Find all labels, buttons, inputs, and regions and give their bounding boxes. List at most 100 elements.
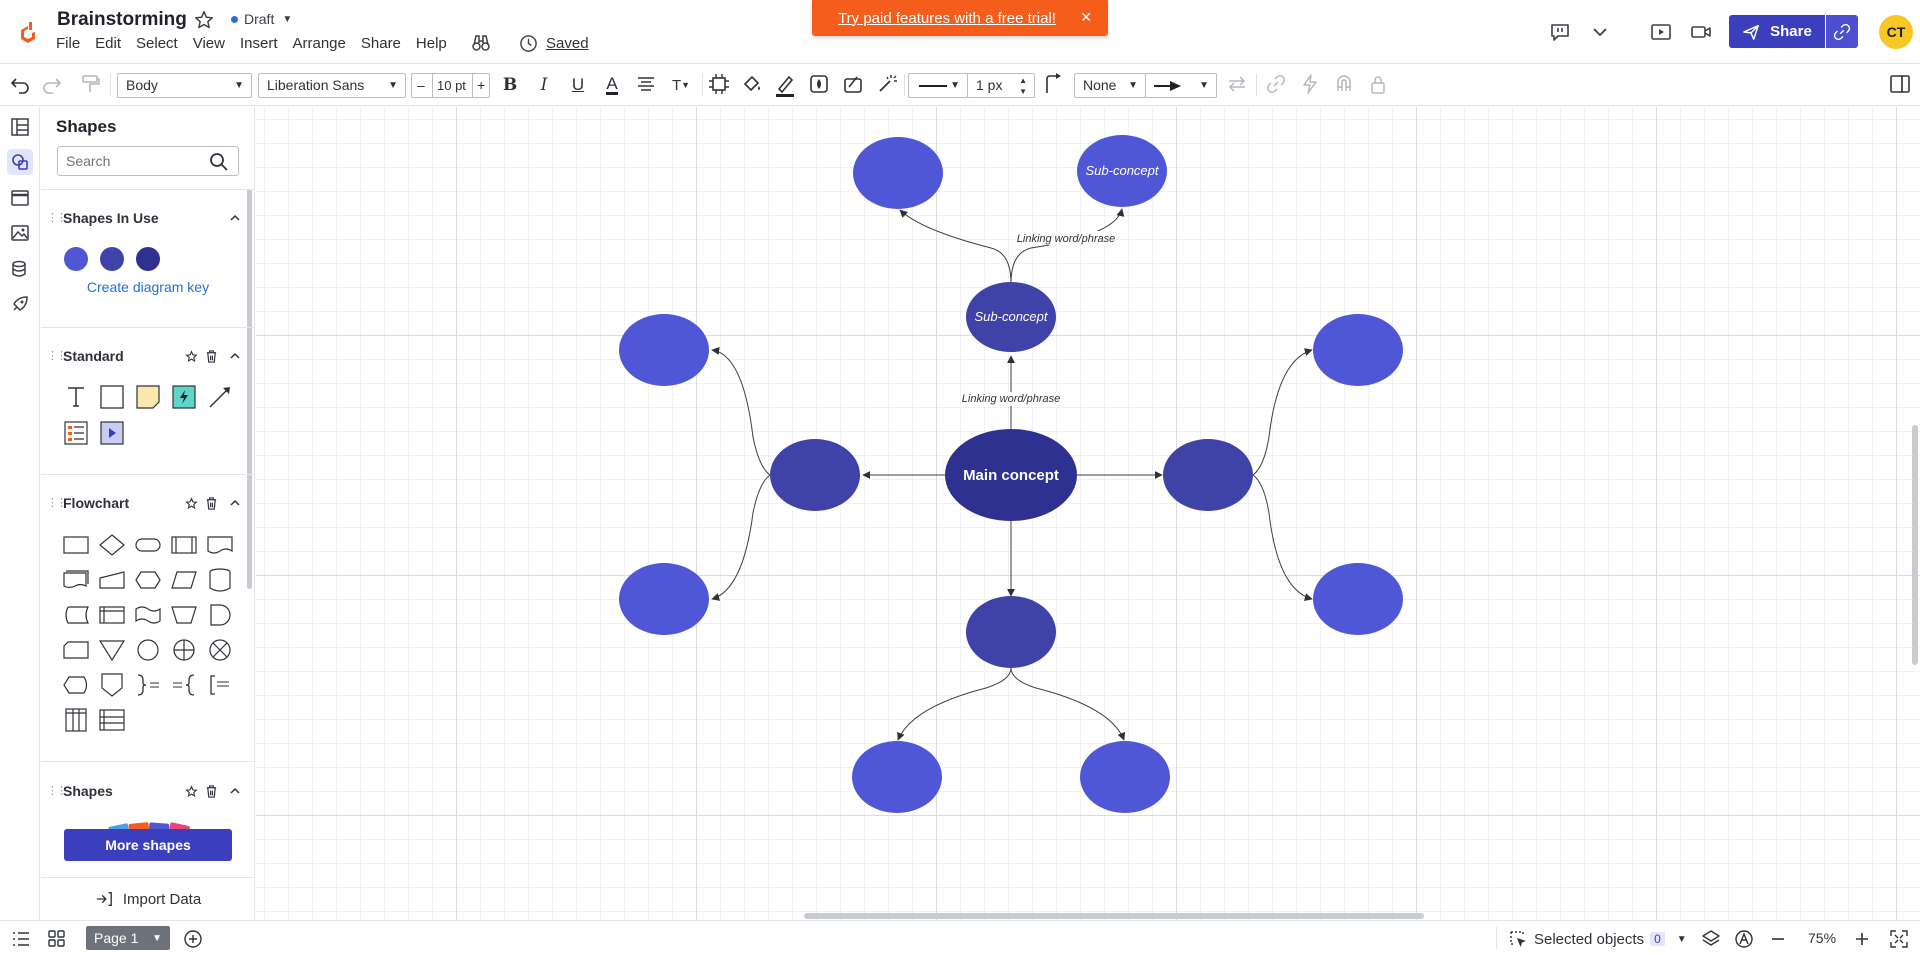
free-trial-link[interactable]: Try paid features with a free trial! xyxy=(838,9,1056,27)
decrease-font-size-button[interactable]: – xyxy=(417,77,425,93)
fill-color-icon[interactable] xyxy=(741,73,763,95)
connector-bottom-to-left[interactable] xyxy=(897,667,1012,741)
vertical-scrollbar[interactable] xyxy=(1912,425,1918,665)
connector-left-to-upper[interactable] xyxy=(711,346,771,476)
star-icon[interactable] xyxy=(183,783,199,799)
hyperlink-icon[interactable] xyxy=(1265,73,1287,95)
concept-node-right[interactable] xyxy=(1163,439,1253,511)
fit-screen-icon[interactable] xyxy=(1889,929,1909,949)
selected-objects-indicator[interactable]: Selected objects 0 ▼ xyxy=(1508,929,1687,949)
list-shape[interactable] xyxy=(62,419,90,447)
drag-handle-icon[interactable]: ⋮⋮ xyxy=(47,785,67,797)
integrations-panel-button[interactable] xyxy=(7,291,33,317)
share-button[interactable]: Share xyxy=(1729,15,1825,48)
more-shapes-button[interactable]: More shapes xyxy=(64,829,232,861)
annotation-shape[interactable] xyxy=(206,671,234,699)
document-title[interactable]: Brainstorming xyxy=(57,9,187,30)
video-call-icon[interactable] xyxy=(1689,20,1713,44)
comment-icon[interactable] xyxy=(1548,20,1572,44)
increase-font-size-button[interactable]: + xyxy=(477,77,486,93)
section-header-shapes-in-use[interactable]: ⋮⋮ Shapes In Use xyxy=(47,207,243,229)
draft-status-dropdown[interactable]: Draft ▼ xyxy=(231,11,292,27)
data-panel-button[interactable] xyxy=(7,256,33,282)
left-brace-note-shape[interactable] xyxy=(170,671,198,699)
connector-shape[interactable] xyxy=(134,636,162,664)
pages-panel-button[interactable] xyxy=(7,114,33,140)
search-icon[interactable] xyxy=(209,152,229,172)
opacity-icon[interactable] xyxy=(808,73,830,95)
magic-wand-icon[interactable] xyxy=(876,73,898,95)
chevron-down-icon[interactable] xyxy=(1588,20,1612,44)
line-shape[interactable] xyxy=(206,383,234,411)
text-options-icon[interactable]: T▼ xyxy=(671,76,691,94)
create-diagram-key-link[interactable]: Create diagram key xyxy=(86,279,210,295)
sub-concept-node-1[interactable] xyxy=(966,282,1056,352)
action-button-shape[interactable] xyxy=(170,383,198,411)
connector-sub1-to-topleft[interactable] xyxy=(899,209,1012,284)
stored-data-shape[interactable] xyxy=(62,601,90,629)
lock-icon[interactable] xyxy=(1367,73,1389,95)
style-options-icon[interactable] xyxy=(842,73,864,95)
add-page-icon[interactable] xyxy=(183,929,203,949)
connector-right-to-upper[interactable] xyxy=(1252,348,1313,476)
paper-tape-shape[interactable] xyxy=(134,601,162,629)
linking-phrase-label-1[interactable]: Linking word/phrase xyxy=(962,393,1060,405)
navigate-compass-icon[interactable] xyxy=(1734,929,1754,949)
menu-select[interactable]: Select xyxy=(136,35,178,52)
terminator-shape[interactable] xyxy=(134,531,162,559)
concept-node-left-upper[interactable] xyxy=(619,314,709,386)
menu-share[interactable]: Share xyxy=(360,35,401,52)
connector-bottom-to-right[interactable] xyxy=(1010,667,1126,741)
multiple-documents-shape[interactable] xyxy=(62,566,90,594)
binoculars-icon[interactable] xyxy=(471,33,491,53)
predefined-process-shape[interactable] xyxy=(170,531,198,559)
manual-operation-shape[interactable] xyxy=(170,601,198,629)
concept-node-top-right[interactable] xyxy=(1077,135,1167,207)
present-icon[interactable] xyxy=(1649,20,1673,44)
shape-options-icon[interactable] xyxy=(708,73,730,95)
data-shape[interactable] xyxy=(170,566,198,594)
main-concept-node[interactable] xyxy=(945,429,1077,521)
chevron-up-icon[interactable] xyxy=(227,783,243,799)
grid-view-icon[interactable] xyxy=(47,929,67,949)
star-icon[interactable] xyxy=(193,9,215,31)
preparation-shape[interactable] xyxy=(134,566,162,594)
swimlane-horizontal-shape[interactable] xyxy=(98,706,126,734)
concept-node-left[interactable] xyxy=(770,439,860,511)
connector-style-icon[interactable] xyxy=(1043,73,1065,95)
format-painter-icon[interactable] xyxy=(80,73,102,95)
text-color-icon[interactable]: A xyxy=(606,73,618,95)
line-width-stepper[interactable]: 1 px ▲▼ xyxy=(967,73,1035,98)
horizontal-scrollbar[interactable] xyxy=(804,913,1424,919)
panel-scrollbar[interactable] xyxy=(247,189,252,589)
section-header-standard[interactable]: ⋮⋮ Standard xyxy=(47,345,243,367)
import-data-button[interactable]: Import Data xyxy=(41,877,254,920)
zoom-level[interactable]: 75% xyxy=(1808,930,1837,946)
line-start-select[interactable]: None ▼ xyxy=(1074,73,1146,98)
document-shape[interactable] xyxy=(206,531,234,559)
line-color-icon[interactable] xyxy=(774,73,796,97)
star-icon[interactable] xyxy=(183,495,199,511)
chevron-up-icon[interactable] xyxy=(227,495,243,511)
chevron-up-icon[interactable] xyxy=(227,348,243,364)
rectangle-shape[interactable] xyxy=(98,383,126,411)
or-shape[interactable] xyxy=(170,636,198,664)
swap-arrows-icon[interactable] xyxy=(1226,73,1248,95)
brace-note-shape[interactable] xyxy=(134,671,162,699)
close-icon[interactable]: ✕ xyxy=(1080,9,1092,25)
shapes-panel-button[interactable] xyxy=(7,149,33,175)
swimlane-vertical-shape[interactable] xyxy=(62,706,90,734)
page-tab[interactable]: Page 1 ▼ xyxy=(86,926,170,950)
trash-icon[interactable] xyxy=(203,783,219,799)
list-view-icon[interactable] xyxy=(11,929,31,949)
app-logo-icon[interactable] xyxy=(18,20,38,44)
caret-down-icon[interactable]: ▼ xyxy=(152,932,162,944)
toggle-right-panel-icon[interactable] xyxy=(1889,73,1911,95)
sticky-note-shape[interactable] xyxy=(134,383,162,411)
off-page-link-shape[interactable] xyxy=(98,671,126,699)
display-shape[interactable] xyxy=(62,671,90,699)
templates-panel-button[interactable] xyxy=(7,185,33,211)
line-style-select[interactable]: ▼ xyxy=(908,73,968,98)
drag-handle-icon[interactable]: ⋮⋮ xyxy=(47,497,67,509)
internal-storage-shape[interactable] xyxy=(98,601,126,629)
